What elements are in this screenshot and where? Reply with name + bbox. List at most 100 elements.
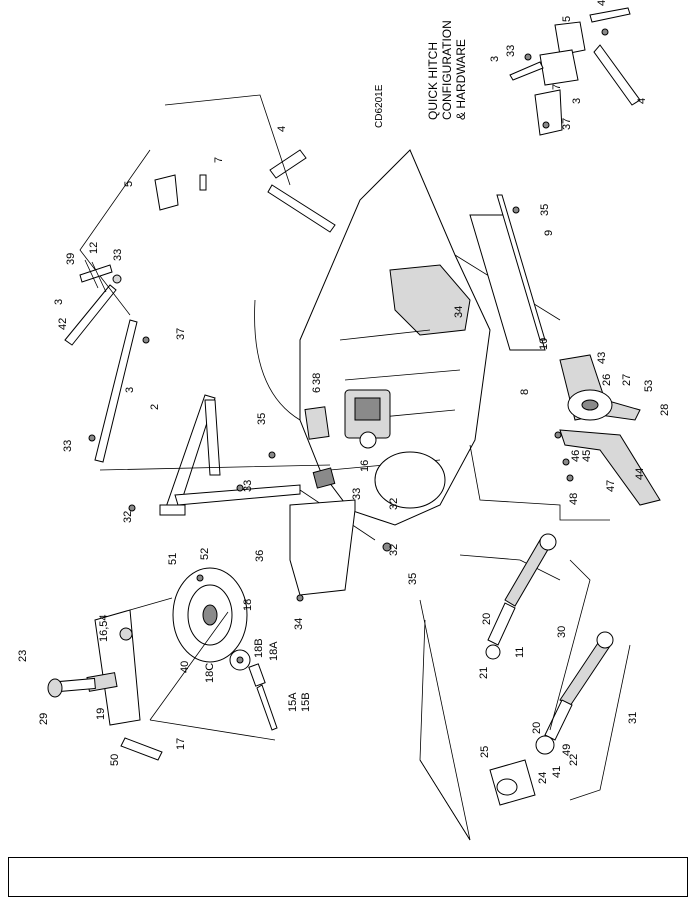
callout: 15A xyxy=(287,692,299,712)
callout: 18C xyxy=(204,663,216,683)
callout: 50 xyxy=(109,754,121,766)
shield-25 xyxy=(489,759,536,806)
tail-wheel xyxy=(172,567,248,663)
callout: 32 xyxy=(388,544,400,556)
axle-15 xyxy=(256,684,278,731)
gearbox xyxy=(344,389,391,449)
callout: 48 xyxy=(568,493,580,505)
callout: 27 xyxy=(621,374,633,386)
callout: 40 xyxy=(179,661,191,673)
callout: 3 xyxy=(571,98,583,104)
rear-rail xyxy=(469,214,546,351)
callout: 7 xyxy=(551,84,563,90)
callout: 38 xyxy=(311,373,323,385)
callout: 18 xyxy=(242,599,254,611)
a-frame xyxy=(159,394,301,516)
callout: 37 xyxy=(175,328,187,340)
callout: 20 xyxy=(531,722,543,734)
blade-assembly xyxy=(559,354,661,506)
callout: 26 xyxy=(601,374,613,386)
callout: 39 xyxy=(65,253,77,265)
callout: 33 xyxy=(62,440,74,452)
callout: 17 xyxy=(175,738,187,750)
inset-title-line-1: QUICK HITCH xyxy=(426,42,440,120)
callout: 35 xyxy=(256,413,268,425)
callout: 47 xyxy=(605,480,617,492)
callouts: 2 3 3 3 3 4 4 4 5 5 6 7 7 8 9 10 11 12 1… xyxy=(17,0,671,784)
callout: 23 xyxy=(17,650,29,662)
callout: 9 xyxy=(543,230,555,236)
callout: 10 xyxy=(538,338,550,350)
callout: 12 xyxy=(88,242,100,254)
callout: 3 xyxy=(53,299,65,305)
callout: 18A xyxy=(268,641,280,661)
hitch-bar-left xyxy=(94,319,138,463)
pin-17 xyxy=(120,737,163,761)
callout: 32 xyxy=(388,498,400,510)
callout: 19 xyxy=(95,708,107,720)
quick-hitch-inset xyxy=(509,7,641,136)
hub-18c xyxy=(229,649,266,687)
cover-plate xyxy=(304,406,330,440)
inset-title-line-2: CONFIGURATION xyxy=(440,20,454,120)
nut-16-54 xyxy=(119,627,133,641)
callout: 53 xyxy=(643,380,655,392)
callout: 21 xyxy=(478,667,490,679)
callout: 35 xyxy=(539,204,551,216)
callout: 34 xyxy=(293,618,305,630)
callout: 4 xyxy=(636,98,648,104)
callout: 36 xyxy=(254,550,266,562)
callout: 20 xyxy=(481,613,493,625)
callout: 45 xyxy=(581,450,593,462)
callout: 16 xyxy=(359,460,371,472)
callout: 43 xyxy=(596,352,608,364)
callout: 24 xyxy=(537,772,549,784)
driveline-30 xyxy=(485,533,557,660)
callout: 33 xyxy=(112,249,124,261)
callout: 44 xyxy=(634,468,646,480)
callout: 2 xyxy=(149,404,161,410)
callout: 3 xyxy=(489,56,501,62)
callout: 5 xyxy=(561,16,573,22)
callout: 32 xyxy=(122,511,134,523)
callout: 34 xyxy=(453,306,465,318)
callout: 4 xyxy=(276,126,288,132)
callout: 15B xyxy=(300,692,312,712)
callout: 29 xyxy=(38,713,50,725)
hitch-bracket-4 xyxy=(269,149,307,179)
driveline-31 xyxy=(535,631,614,755)
washer-23 xyxy=(47,678,63,698)
callout: 5 xyxy=(123,181,135,187)
callout: 42 xyxy=(57,318,69,330)
callout: 16,54 xyxy=(98,614,110,642)
callout: 7 xyxy=(213,157,225,163)
callout: 25 xyxy=(479,746,491,758)
callout: 51 xyxy=(167,553,179,565)
hitch-bracket-5 xyxy=(154,174,179,211)
hardware-group-upper xyxy=(79,259,122,293)
inset-title-line-3: & HARDWARE xyxy=(454,39,468,120)
callout: 8 xyxy=(519,389,531,395)
callout: 49 xyxy=(561,744,573,756)
callout: 33 xyxy=(505,45,517,57)
callout: 11 xyxy=(514,647,526,658)
callout: 35 xyxy=(407,573,419,585)
callout: 37 xyxy=(561,118,573,130)
callout: 3 xyxy=(124,387,136,393)
vent-plate xyxy=(312,467,336,489)
pin-7 xyxy=(199,174,207,191)
side-skid xyxy=(289,499,356,596)
callout: 41 xyxy=(551,766,563,778)
callout: 4 xyxy=(596,0,608,6)
callout: 30 xyxy=(556,626,568,638)
callout: 28 xyxy=(659,404,671,416)
rod-9 xyxy=(496,194,546,341)
hitch-bar-upper xyxy=(64,284,117,346)
footer-box xyxy=(8,857,688,897)
wheel-fork xyxy=(59,609,141,726)
callout: 46 xyxy=(570,450,582,462)
figure-code: CD6201E xyxy=(374,84,385,128)
inset-title: QUICK HITCH CONFIGURATION & HARDWARE xyxy=(426,20,468,120)
callout: 6 xyxy=(311,387,323,393)
callout: 22 xyxy=(568,754,580,766)
